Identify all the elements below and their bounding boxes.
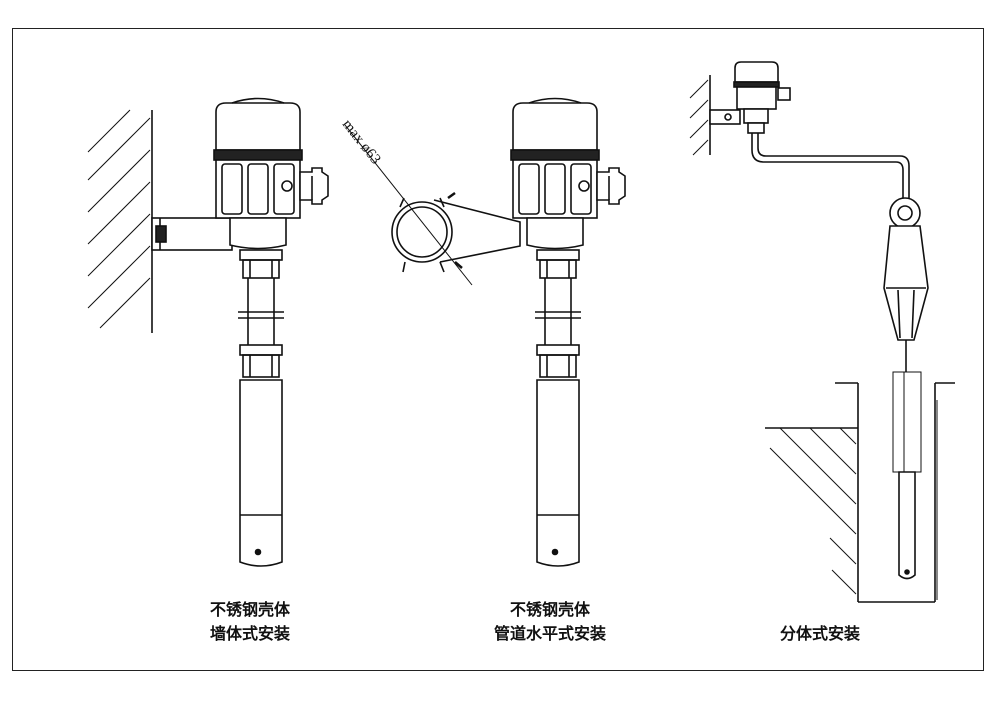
caption-line: 分体式安装 xyxy=(779,624,860,643)
wall-mount-instrument xyxy=(87,97,329,567)
caption-split-mount: 分体式安装 xyxy=(760,622,880,646)
wall xyxy=(87,109,153,333)
caption-line: 墙体式安装 xyxy=(209,624,290,643)
caption-wall-mount: 不锈钢壳体 墙体式安装 xyxy=(190,598,310,646)
cable xyxy=(751,133,910,475)
caption-line: 不锈钢壳体 xyxy=(509,600,590,619)
drawing-frame xyxy=(12,28,984,671)
cable-clamp xyxy=(883,197,929,341)
remote-head xyxy=(733,61,791,134)
pipe-mount-instrument: max ø63 xyxy=(339,97,626,567)
caption-line: 管道水平式安装 xyxy=(493,624,606,643)
small-wall xyxy=(689,75,741,156)
probe-instrument-1 xyxy=(213,97,329,567)
caption-pipe-mount: 不锈钢壳体 管道水平式安装 xyxy=(470,598,630,646)
well xyxy=(765,371,955,603)
caption-line: 不锈钢壳体 xyxy=(209,600,290,619)
dimension-label: max ø63 xyxy=(339,117,384,168)
wall-bracket xyxy=(151,217,233,251)
probe-instrument-2 xyxy=(510,97,626,567)
pipe-clamp: max ø63 xyxy=(339,117,521,286)
split-mount-instrument xyxy=(689,61,955,603)
